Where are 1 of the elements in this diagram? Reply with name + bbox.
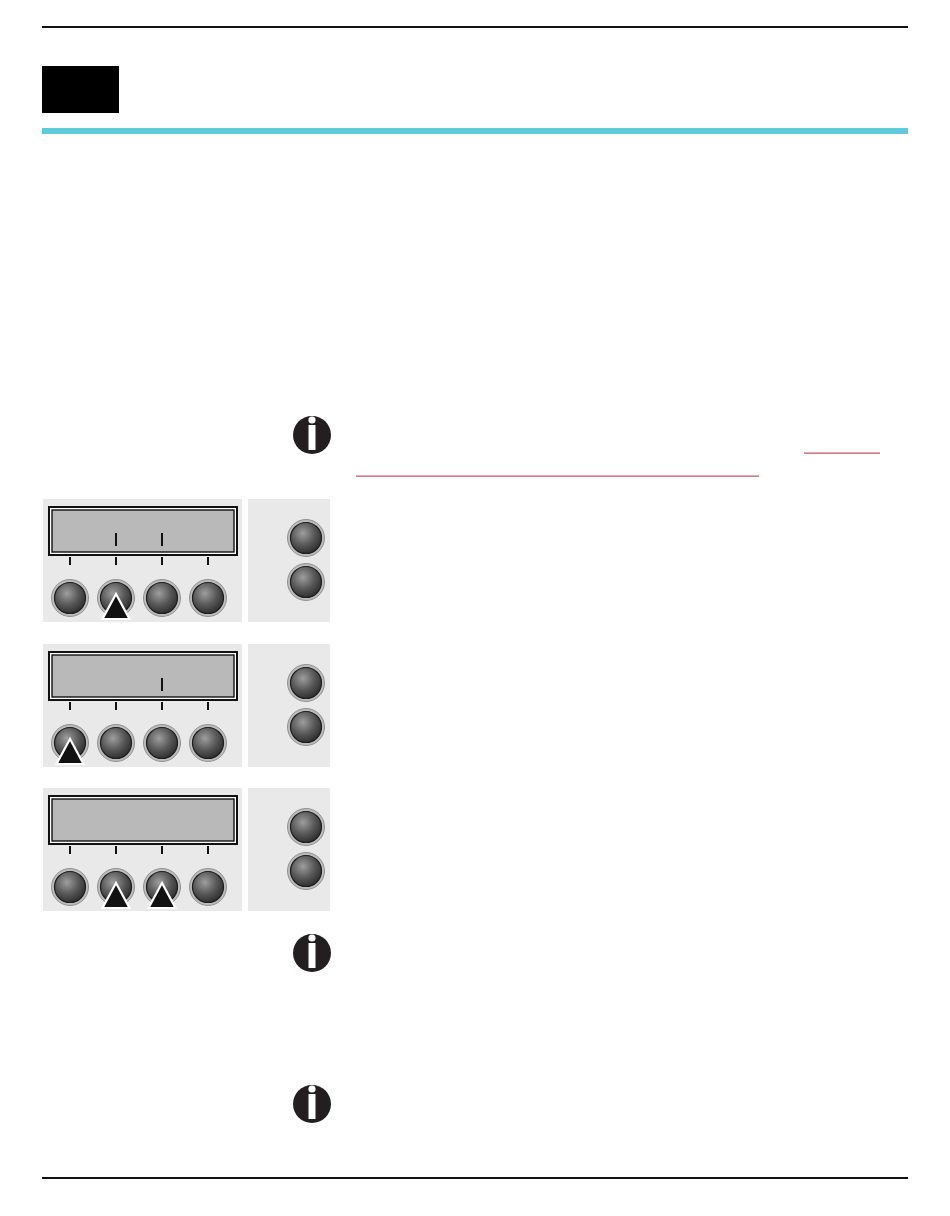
chapter-block <box>42 66 119 113</box>
